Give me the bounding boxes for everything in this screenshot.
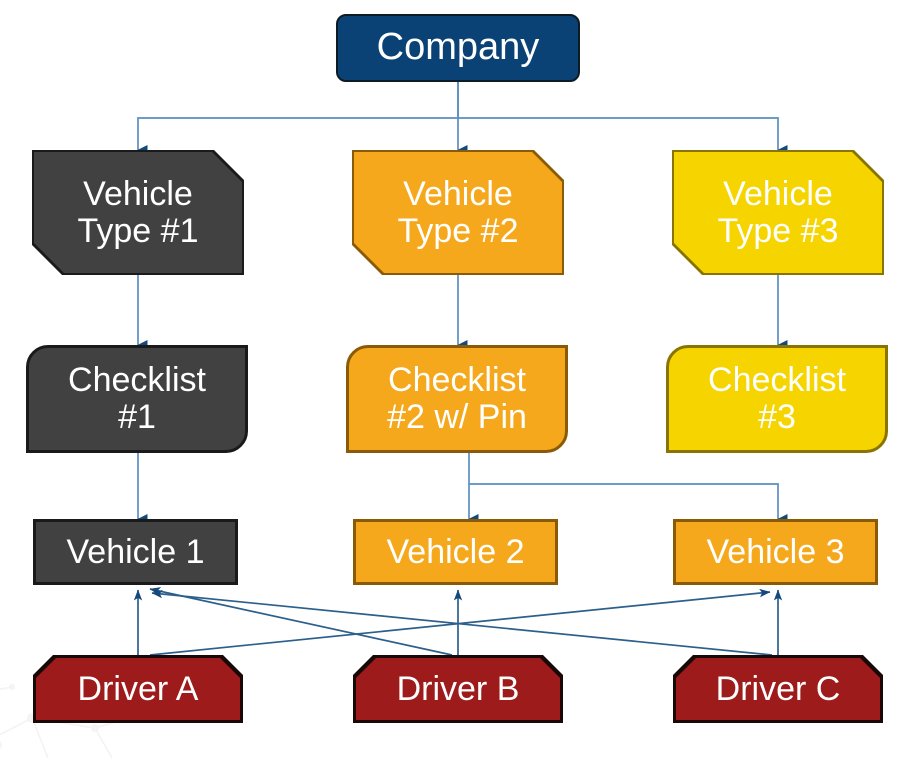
node-driver-a[interactable]: Driver A <box>33 655 243 723</box>
node-vehicle-type-3[interactable]: Vehicle Type #3 <box>672 150 884 275</box>
node-vehicle-1[interactable]: Vehicle 1 <box>33 519 238 585</box>
node-vehicle-2-label: Vehicle 2 <box>386 532 525 571</box>
edge-checklist-2-to-vehicle-3 <box>469 483 788 524</box>
node-driver-b-label: Driver B <box>396 669 520 708</box>
node-checklist-2[interactable]: Checklist #2 w/ Pin <box>346 345 568 453</box>
vehicle-type-1-face <box>34 152 242 273</box>
node-vehicle-3-label: Vehicle 3 <box>706 532 845 571</box>
node-vehicle-type-1[interactable]: Vehicle Type #1 <box>32 150 244 275</box>
node-checklist-3[interactable]: Checklist #3 <box>666 345 888 453</box>
edge-driver-b-to-vehicle-1 <box>149 587 453 656</box>
edge-company-to-vehicle-type-3 <box>458 117 788 155</box>
node-driver-c-label: Driver C <box>715 669 841 708</box>
driver-a-face <box>36 658 240 720</box>
node-vehicle-type-3-label: Vehicle Type #3 <box>717 174 839 250</box>
node-vehicle-type-2[interactable]: Vehicle Type #2 <box>352 150 564 275</box>
node-company-label: Company <box>376 26 540 69</box>
node-checklist-1[interactable]: Checklist #1 <box>26 345 248 453</box>
node-vehicle-type-1-label: Vehicle Type #1 <box>77 174 199 250</box>
node-driver-b[interactable]: Driver B <box>353 655 563 723</box>
edge-company-to-bus <box>137 82 459 155</box>
node-checklist-2-label: Checklist #2 w/ Pin <box>387 361 527 436</box>
node-vehicle-type-2-label: Vehicle Type #2 <box>397 174 519 250</box>
node-vehicle-1-label: Vehicle 1 <box>66 532 205 571</box>
node-driver-c[interactable]: Driver C <box>673 655 883 723</box>
vehicle-type-2-face <box>354 152 562 273</box>
edge-driver-a-to-vehicle-3 <box>149 588 771 656</box>
node-checklist-1-label: Checklist #1 <box>68 361 206 436</box>
driver-b-face <box>356 658 560 720</box>
node-checklist-3-label: Checklist #3 <box>708 361 846 436</box>
node-company[interactable]: Company <box>336 14 580 82</box>
edge-driver-c-to-vehicle-1 <box>151 589 773 656</box>
node-driver-a-label: Driver A <box>77 669 199 708</box>
vehicle-type-3-face <box>674 152 882 273</box>
driver-c-face <box>676 658 880 720</box>
node-vehicle-3[interactable]: Vehicle 3 <box>673 519 878 585</box>
node-vehicle-2[interactable]: Vehicle 2 <box>353 519 558 585</box>
